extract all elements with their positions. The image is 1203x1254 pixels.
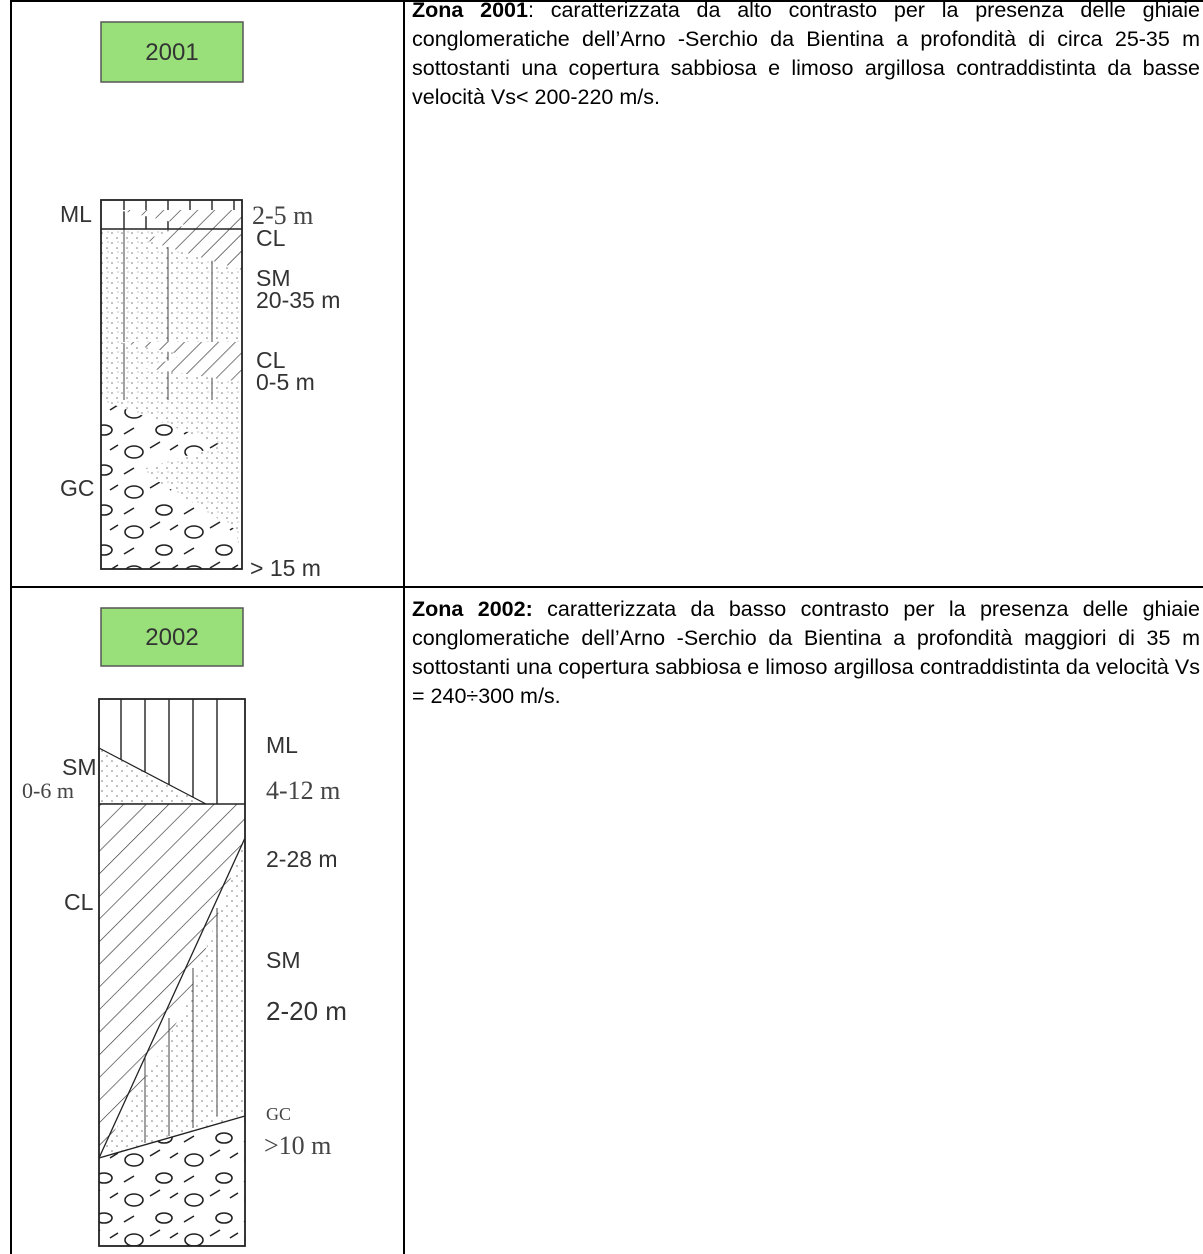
zone-2002-description: Zona 2002: caratterizzata da basso contr… [412, 597, 1200, 708]
cl-lens-2 [118, 342, 242, 382]
label-cl: CL [256, 225, 286, 251]
cl-lens-1 [118, 210, 242, 270]
zone-2002-badge-label: 2002 [145, 624, 198, 651]
label-sm-top: SM [62, 754, 97, 780]
zone-2001-badge [100, 21, 244, 83]
label-ml-2: ML [266, 732, 298, 758]
table-divider-vertical [403, 0, 405, 1254]
table-row-divider [10, 586, 1203, 588]
zone-2001-title: Zona 2001 [412, 0, 528, 22]
zone-2002-title: Zona 2002: [412, 597, 533, 621]
label-ml-thickness-2: 4-12 m [266, 776, 340, 805]
zone-2001-description: Zona 2001: caratterizzata da alto contra… [412, 0, 1201, 109]
label-cl-thickness: 2-28 m [266, 846, 338, 872]
label-gc-thickness: > 15 m [250, 555, 321, 581]
label-sm-2: SM [266, 947, 301, 973]
zone-2002-stratigraphic-column: 2002 ML 4-12 m SM 0-6 m 2-28 m CL SM 2-2… [22, 607, 347, 1247]
label-cl-3: CL [64, 889, 94, 915]
label-sm: SM [256, 265, 291, 291]
label-ml: ML [60, 201, 92, 227]
zone-2001-stratigraphic-column: 2001 ML 2-5 m CL SM 20-35 m CL 0-5 m GC … [60, 21, 340, 581]
table-border-left [10, 0, 12, 1254]
label-gc-2: GC [266, 1104, 291, 1124]
sm-sand-layer [99, 838, 245, 1158]
label-gc: GC [60, 475, 95, 501]
label-cl-2-thickness: 0-5 m [256, 369, 315, 395]
label-gc-thickness-2: >10 m [264, 1131, 331, 1160]
label-sm-thickness-2: 2-20 m [266, 996, 347, 1026]
table-border-top [10, 0, 1203, 2]
label-sm-thickness: 20-35 m [256, 287, 340, 313]
gc-gravel-layer-2 [99, 1116, 245, 1246]
zone-2002-badge [100, 607, 244, 667]
zone-2001-badge-label: 2001 [145, 39, 198, 66]
cl-clay-layer [99, 804, 245, 1158]
label-cl-2: CL [256, 347, 286, 373]
gc-gravel-layer [101, 400, 242, 569]
label-sm-top-thickness: 0-6 m [22, 778, 74, 803]
label-ml-thickness: 2-5 m [252, 201, 313, 230]
